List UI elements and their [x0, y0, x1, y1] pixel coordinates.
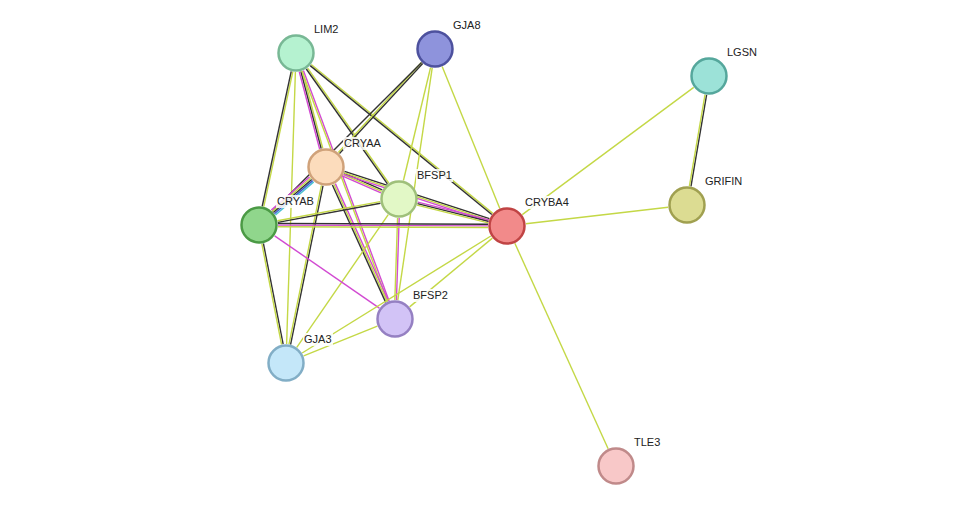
node-label: BFSP2: [412, 289, 449, 302]
node-label: CRYAA: [343, 137, 382, 150]
evidence-line: [689, 95, 705, 187]
evidence-line: [417, 204, 488, 222]
interaction-edge: [442, 67, 500, 209]
evidence-line: [306, 69, 387, 184]
interaction-edge: [262, 71, 293, 206]
protein-node: CRYAB: [240, 206, 278, 244]
evidence-line: [410, 238, 493, 307]
evidence-line: [339, 63, 422, 153]
node-disc: [382, 182, 417, 217]
node-label: TLE3: [633, 436, 661, 449]
evidence-line: [403, 67, 430, 180]
evidence-line: [264, 72, 293, 207]
evidence-line: [278, 226, 488, 228]
node-disc: [418, 32, 453, 67]
node-disc: [599, 449, 634, 484]
evidence-line: [302, 71, 388, 301]
interaction-edge: [410, 238, 493, 307]
interaction-edge: [515, 243, 608, 448]
evidence-line: [522, 87, 693, 214]
node-disc: [279, 36, 314, 71]
evidence-line: [418, 202, 489, 220]
evidence-line: [515, 243, 608, 448]
interaction-edge: [338, 62, 422, 153]
evidence-line: [287, 72, 296, 344]
node-label: LIM2: [313, 23, 339, 36]
interaction-edge: [395, 218, 399, 300]
node-label: GJA8: [452, 19, 482, 32]
evidence-line: [262, 244, 282, 345]
evidence-line: [275, 236, 380, 308]
node-circle: [376, 300, 414, 338]
evidence-line: [263, 243, 283, 344]
interaction-edge: [526, 207, 668, 224]
node-circle: [597, 447, 635, 485]
node-circle: [240, 206, 278, 244]
node-disc: [692, 59, 727, 94]
node-label: GJA3: [303, 333, 333, 346]
node-circle: [690, 57, 728, 95]
node-circle: [307, 148, 345, 186]
interaction-edge: [287, 72, 296, 344]
interaction-edge: [306, 68, 388, 184]
node-label: CRYBA4: [524, 196, 570, 209]
node-disc: [490, 209, 525, 244]
interaction-edge: [299, 71, 322, 149]
protein-node: LIM2: [277, 34, 315, 72]
node-circle: [267, 344, 305, 382]
node-disc: [242, 208, 277, 243]
interaction-edge: [278, 223, 488, 227]
node-label: CRYAB: [276, 195, 315, 208]
protein-node: BFSP2: [376, 300, 414, 338]
protein-node: GJA3: [267, 344, 305, 382]
node-disc: [269, 346, 304, 381]
evidence-line: [691, 95, 707, 187]
interaction-edge: [522, 87, 693, 214]
protein-node: GJA8: [416, 30, 454, 68]
interaction-edge: [275, 236, 380, 308]
node-circle: [668, 186, 706, 224]
evidence-line: [278, 223, 488, 225]
evidence-line: [526, 207, 668, 224]
node-label: BFSP1: [416, 169, 453, 182]
evidence-line: [442, 67, 500, 209]
protein-node: BFSP1: [380, 180, 418, 218]
interaction-edge: [403, 67, 430, 180]
node-label: GRIFIN: [704, 175, 743, 188]
interaction-edge: [262, 243, 283, 344]
evidence-line: [302, 236, 491, 353]
interaction-edge: [302, 71, 389, 302]
node-circle: [416, 30, 454, 68]
evidence-line: [278, 224, 488, 226]
node-disc: [378, 302, 413, 337]
node-disc: [309, 150, 344, 185]
interaction-edge: [689, 95, 706, 187]
evidence-line: [395, 218, 398, 300]
protein-node: LGSN: [690, 57, 728, 95]
interaction-edge: [417, 202, 489, 223]
evidence-line: [304, 326, 378, 356]
node-label: LGSN: [726, 46, 758, 59]
protein-node: CRYAA: [307, 148, 345, 186]
evidence-line: [262, 71, 291, 206]
node-disc: [670, 188, 705, 223]
node-circle: [380, 180, 418, 218]
evidence-line: [417, 205, 488, 223]
interaction-edge: [304, 326, 378, 356]
protein-node: GRIFIN: [668, 186, 706, 224]
protein-node: TLE3: [597, 447, 635, 485]
node-circle: [488, 207, 526, 245]
node-circle: [277, 34, 315, 72]
protein-node: CRYBA4: [488, 207, 526, 245]
interaction-edge: [302, 236, 491, 353]
